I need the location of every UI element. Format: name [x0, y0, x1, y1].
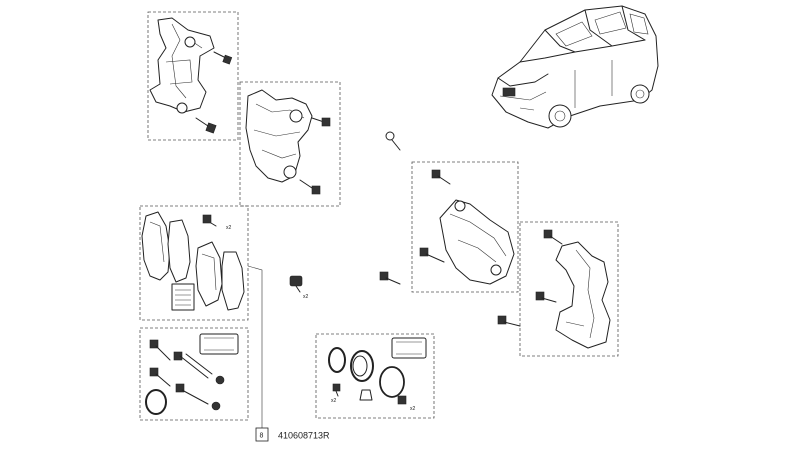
right-caliper-body-box: [411, 161, 519, 293]
reference-label: 8 410608713R: [255, 427, 330, 442]
piston-seal-kit: x2 x2: [328, 337, 427, 412]
right-carrier-box: [519, 221, 619, 357]
pad-clip: x2: [289, 275, 309, 300]
right-carrier: [497, 229, 611, 349]
pad-bolt-qty-label: x2: [226, 225, 232, 231]
piston-seal-kit-box: [315, 333, 435, 419]
car-illustration: [491, 5, 659, 129]
caliper-body-box: [239, 81, 341, 207]
caliper-body: [245, 89, 331, 195]
bleed-qty-label: x2: [331, 398, 337, 404]
brake-pads: x2: [141, 211, 245, 311]
carrier-bracket-box: [147, 11, 239, 141]
cap-qty-label: x2: [410, 406, 416, 412]
reference-leader: [247, 265, 263, 428]
reference-index: 8: [260, 433, 264, 440]
reference-index-box: [255, 427, 269, 442]
part-number: 410608713R: [278, 431, 330, 441]
clip-qty-label: x2: [303, 294, 309, 300]
right-caliper-body: [379, 169, 515, 285]
guide-pin-kit: [145, 333, 239, 415]
brake-pads-box: [139, 205, 249, 321]
carrier-bracket: [149, 17, 233, 134]
bleed-screw: [385, 131, 401, 151]
